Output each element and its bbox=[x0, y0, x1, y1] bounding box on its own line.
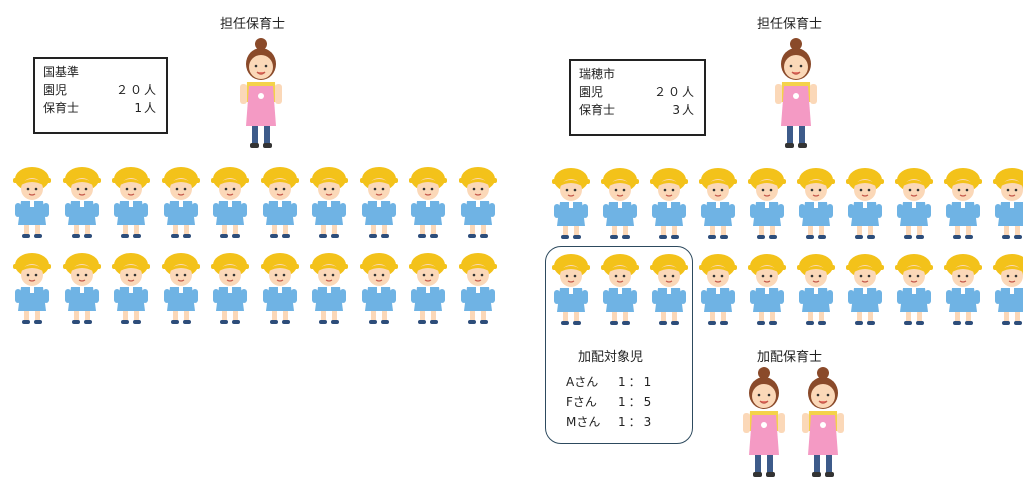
child-icon bbox=[62, 253, 101, 324]
child-icon bbox=[895, 254, 933, 325]
right-box-row-key: 園児 bbox=[579, 85, 604, 99]
child-icon bbox=[409, 167, 447, 238]
left-box-row-children: 園児 ２０人 bbox=[43, 81, 158, 99]
left-teacher-label: 担任保育士 bbox=[220, 17, 286, 32]
special-row-name: Mさん bbox=[566, 415, 601, 429]
right-box-title: 瑞穂市 bbox=[579, 67, 616, 81]
child-icon bbox=[458, 253, 497, 324]
left-box-row-key: 保育士 bbox=[43, 101, 80, 115]
child-icon bbox=[112, 167, 150, 238]
left-box-row-key: 園児 bbox=[43, 83, 68, 97]
special-row-name: Aさん bbox=[566, 375, 599, 389]
right-box-row-value: 3人 bbox=[672, 103, 696, 117]
special-needs-title: 加配対象児 bbox=[578, 350, 644, 365]
right-city-box: 瑞穂市 園児 ２０人 保育士 3人 bbox=[569, 59, 706, 136]
child-icon bbox=[211, 167, 249, 238]
child-icon bbox=[846, 168, 884, 239]
child-icon bbox=[895, 168, 933, 239]
child-icon bbox=[13, 167, 51, 238]
child-icon bbox=[552, 254, 590, 325]
left-box-row-teachers: 保育士 1人 bbox=[43, 99, 158, 117]
special-row-f: Fさん 1：5 bbox=[566, 393, 654, 410]
child-icon bbox=[458, 167, 497, 238]
child-icon bbox=[161, 253, 200, 324]
child-icon bbox=[13, 253, 51, 324]
child-icon bbox=[993, 168, 1023, 239]
child-icon bbox=[62, 167, 101, 238]
child-icon bbox=[552, 168, 590, 239]
child-icon bbox=[211, 253, 249, 324]
right-box-row-value: ２０人 bbox=[653, 85, 696, 99]
child-icon bbox=[359, 253, 398, 324]
child-icon bbox=[797, 168, 835, 239]
teacher-icon bbox=[775, 38, 817, 148]
special-row-ratio: 1：3 bbox=[618, 415, 655, 429]
child-icon bbox=[310, 167, 348, 238]
child-icon bbox=[944, 254, 982, 325]
child-icon bbox=[359, 167, 398, 238]
child-icon bbox=[409, 253, 447, 324]
left-box-title: 国基準 bbox=[43, 65, 80, 79]
child-icon bbox=[260, 167, 299, 238]
child-icon bbox=[699, 168, 737, 239]
right-box-row-children: 園児 ２０人 bbox=[579, 83, 696, 101]
child-icon bbox=[260, 253, 299, 324]
special-row-ratio: 1：1 bbox=[618, 375, 655, 389]
child-icon bbox=[650, 254, 688, 325]
child-icon bbox=[699, 254, 737, 325]
teacher-icon bbox=[743, 367, 785, 477]
special-row-a: Aさん 1：1 bbox=[566, 373, 654, 390]
left-box-row-value: ２０人 bbox=[115, 83, 158, 97]
child-icon bbox=[650, 168, 688, 239]
left-box-row-value: 1人 bbox=[134, 101, 158, 115]
child-icon bbox=[310, 253, 348, 324]
child-icon bbox=[993, 254, 1023, 325]
child-icon bbox=[748, 254, 786, 325]
extra-teacher-label: 加配保育士 bbox=[757, 350, 823, 365]
right-teacher-label: 担任保育士 bbox=[757, 17, 823, 32]
left-standard-box: 国基準 園児 ２０人 保育士 1人 bbox=[33, 57, 168, 134]
child-icon bbox=[797, 254, 835, 325]
special-row-ratio: 1：5 bbox=[618, 395, 655, 409]
teacher-icon bbox=[240, 38, 282, 148]
special-row-m: Mさん 1：3 bbox=[566, 413, 654, 430]
child-icon bbox=[748, 168, 786, 239]
teacher-icon bbox=[802, 367, 844, 477]
right-box-row-teachers: 保育士 3人 bbox=[579, 101, 696, 119]
special-needs-group bbox=[545, 246, 693, 444]
child-icon bbox=[601, 254, 639, 325]
child-icon bbox=[944, 168, 982, 239]
child-icon bbox=[846, 254, 884, 325]
child-icon bbox=[601, 168, 639, 239]
child-icon bbox=[112, 253, 150, 324]
right-box-row-key: 保育士 bbox=[579, 103, 616, 117]
special-row-name: Fさん bbox=[566, 395, 597, 409]
child-icon bbox=[161, 167, 200, 238]
